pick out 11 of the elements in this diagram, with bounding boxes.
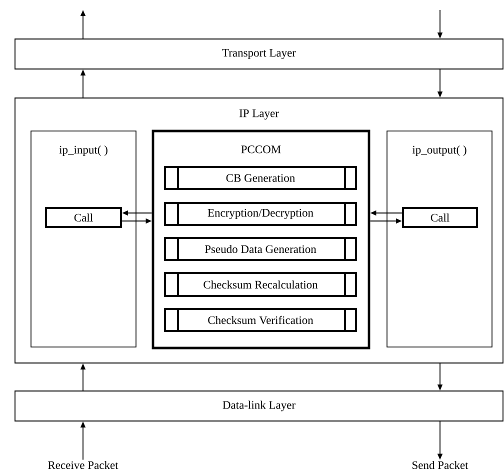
call-box: Call xyxy=(402,207,478,228)
packet-label: Send Packet xyxy=(412,460,468,470)
layer-box: Data-link Layer xyxy=(14,390,504,422)
packet-label: Receive Packet xyxy=(48,460,118,470)
function-box: CB Generation xyxy=(164,166,357,190)
function-box: Pseudo Data Generation xyxy=(164,237,357,261)
layer-box: Transport Layer xyxy=(14,38,504,70)
function-box: Encryption/Decryption xyxy=(164,202,357,226)
function-box: Checksum Recalculation xyxy=(164,272,357,297)
call-box: Call xyxy=(45,207,122,228)
function-box: Checksum Verification xyxy=(164,308,357,332)
